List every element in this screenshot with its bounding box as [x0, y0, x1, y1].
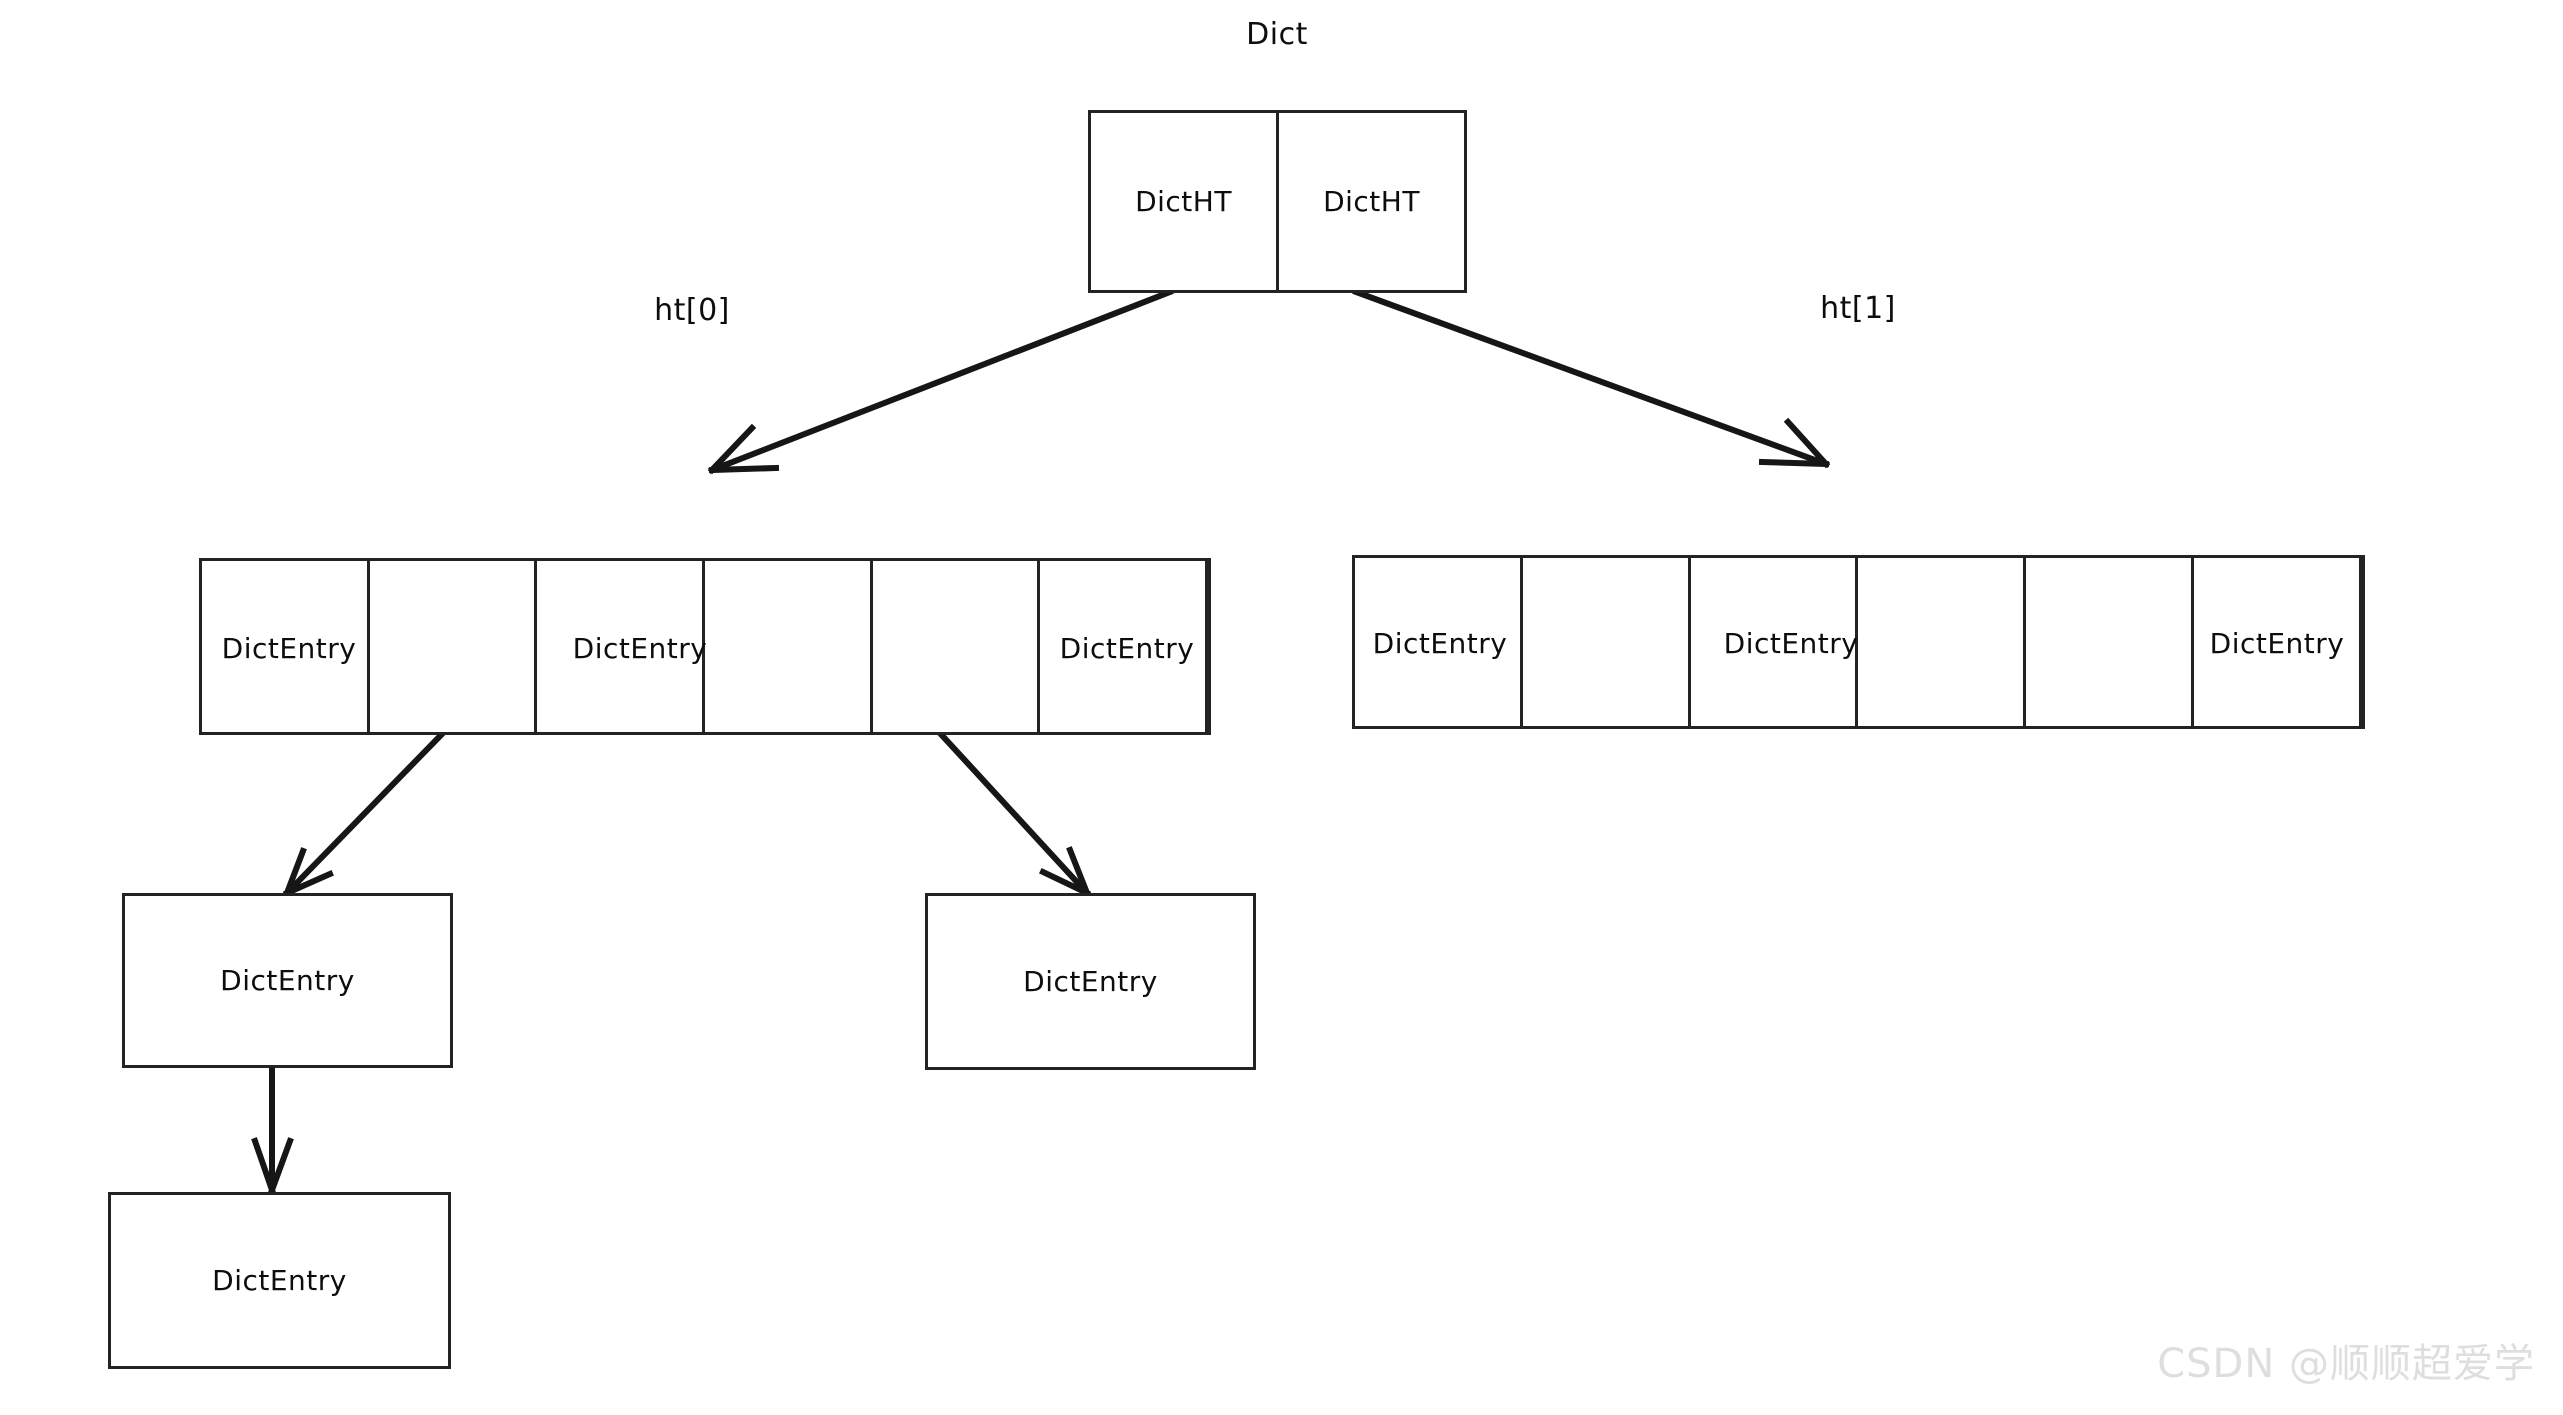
ht0-table[interactable]: DictEntry DictEntry DictEntry: [199, 558, 1211, 735]
ht1-entry-label-0: DictEntry: [1372, 627, 1508, 660]
dict-cell-ht0-label: DictHT: [1135, 184, 1232, 218]
ht1-cell-2[interactable]: [1691, 558, 1859, 726]
ht0-entry-label-1: DictEntry: [572, 632, 708, 665]
arrow-ht0-to-chain-node-2: [933, 726, 1092, 898]
ht1-cell-0[interactable]: [1355, 558, 1523, 726]
ht0-cell-4[interactable]: [873, 561, 1041, 732]
ht1-table[interactable]: DictEntry DictEntry DictEntry: [1352, 555, 2365, 729]
chain-node-3[interactable]: DictEntry: [108, 1192, 451, 1369]
ht1-entry-label-2: DictEntry: [2209, 627, 2345, 660]
ht0-cell-3[interactable]: [705, 561, 873, 732]
arrow-dict-to-ht0: [707, 288, 1174, 475]
ht1-caption: ht[1]: [1820, 291, 1896, 326]
ht0-entry-label-2: DictEntry: [1059, 632, 1195, 665]
ht0-cell-5[interactable]: [1040, 561, 1209, 732]
chain-node-1[interactable]: DictEntry: [122, 893, 453, 1068]
dict-node[interactable]: DictHT DictHT: [1088, 110, 1467, 293]
ht1-entry-label-1: DictEntry: [1723, 627, 1859, 660]
chain-node-3-label: DictEntry: [212, 1263, 347, 1297]
ht1-cell-3[interactable]: [1858, 558, 2027, 726]
arrow-chain-node-1-to-chain-node-3: [251, 1065, 294, 1194]
ht1-cell-5[interactable]: [2194, 558, 2362, 726]
ht0-cell-1[interactable]: [370, 561, 538, 732]
dict-cell-ht0[interactable]: DictHT: [1091, 113, 1279, 290]
arrow-dict-to-ht1: [1352, 288, 1831, 469]
chain-node-2-label: DictEntry: [1023, 964, 1158, 998]
arrow-ht0-to-chain-node-1: [282, 728, 448, 898]
ht1-cell-4[interactable]: [2026, 558, 2195, 726]
ht0-cell-0[interactable]: [202, 561, 370, 732]
chain-node-1-label: DictEntry: [220, 963, 355, 997]
ht0-cell-2[interactable]: [537, 561, 706, 732]
ht0-entry-label-0: DictEntry: [221, 632, 357, 665]
dict-caption: Dict: [1246, 17, 1308, 52]
ht0-caption: ht[0]: [654, 293, 730, 328]
chain-node-2[interactable]: DictEntry: [925, 893, 1256, 1070]
csdn-watermark: CSDN @顺顺超爱学: [2157, 1341, 2535, 1387]
ht1-cell-1[interactable]: [1523, 558, 1691, 726]
dict-cell-ht1-label: DictHT: [1323, 184, 1420, 218]
dict-cell-ht1[interactable]: DictHT: [1279, 113, 1464, 290]
